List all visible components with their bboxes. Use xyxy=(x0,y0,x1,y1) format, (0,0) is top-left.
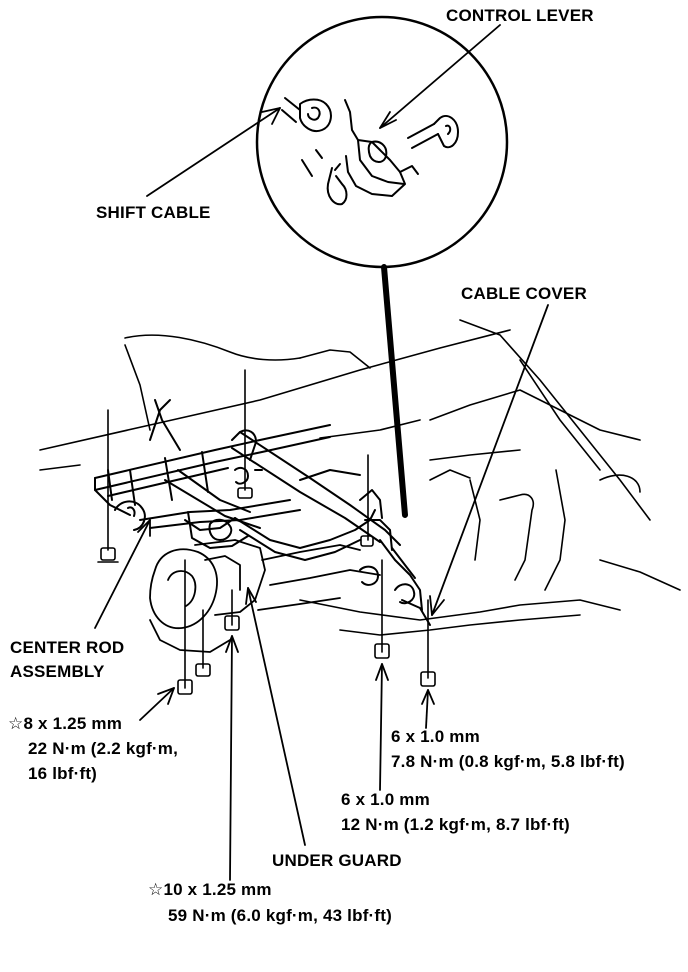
bolts xyxy=(97,369,436,695)
bolt-cable-cover-upper xyxy=(420,599,436,687)
spec-10mm-size: ☆10 x 1.25 mm xyxy=(148,880,272,899)
spec-8mm-torque-lbf: 16 lbf·ft) xyxy=(28,764,98,783)
leader-control-lever xyxy=(379,24,501,129)
label-under-guard: UNDER GUARD xyxy=(272,851,402,870)
detail-circle xyxy=(255,15,509,269)
spec-6mm-lower-torque: 12 N·m (1.2 kgf·m, 8.7 lbf·ft) xyxy=(341,815,570,834)
spec-10mm-torque: 59 N·m (6.0 kgf·m, 43 lbf·ft) xyxy=(168,906,392,925)
leader-10mm xyxy=(229,635,233,881)
label-shift-cable: SHIFT CABLE xyxy=(96,203,211,222)
bolt-rear-small xyxy=(360,454,374,547)
bolt-left-frame xyxy=(97,409,119,563)
bolt-under-guard-10mm xyxy=(224,589,240,631)
leader-lines xyxy=(94,24,549,881)
spec-6mm-upper-torque: 7.8 N·m (0.8 kgf·m, 5.8 lbf·ft) xyxy=(391,752,625,771)
leader-8mm xyxy=(139,687,175,721)
leader-cable-cover xyxy=(431,304,549,616)
leader-6mm-lower xyxy=(379,663,383,791)
spec-6mm-lower-size: 6 x 1.0 mm xyxy=(341,790,430,809)
leader-shift-cable xyxy=(146,107,281,197)
label-cable-cover: CABLE COVER xyxy=(461,284,587,303)
spec-8mm-torque: 22 N·m (2.2 kgf·m, xyxy=(28,739,179,758)
spec-6mm-upper-size: 6 x 1.0 mm xyxy=(391,727,480,746)
leader-center-rod xyxy=(94,519,151,629)
leader-6mm-upper xyxy=(425,689,429,729)
bolt-cable-cover-lower xyxy=(374,559,390,659)
bolt-top-frame xyxy=(237,369,253,499)
label-control-lever: CONTROL LEVER xyxy=(446,6,594,25)
label-center-rod-assembly: ASSEMBLY xyxy=(10,662,105,681)
detail-connector xyxy=(381,264,408,518)
bolt-center-rod-8mm xyxy=(177,559,211,695)
center-rod-frame xyxy=(94,399,431,626)
vehicle-body-outline xyxy=(39,319,681,636)
leader-under-guard xyxy=(247,587,306,846)
spec-8mm-size: ☆8 x 1.25 mm xyxy=(8,714,123,733)
label-center-rod: CENTER ROD xyxy=(10,638,125,657)
